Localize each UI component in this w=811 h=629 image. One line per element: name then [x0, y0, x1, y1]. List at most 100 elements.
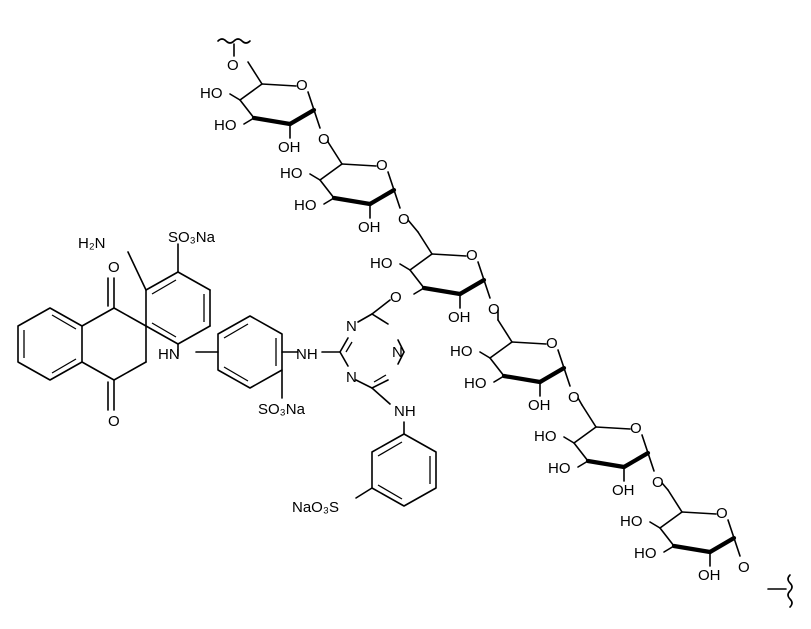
hydroxyl-label: HO — [634, 545, 657, 562]
triazine-n-right: N — [392, 344, 403, 361]
bond — [81, 307, 115, 327]
pyranose-bond — [431, 253, 467, 257]
pyranose-bond — [501, 373, 543, 385]
hydroxyl-bond — [493, 375, 505, 383]
hydroxyl-label: HO — [200, 85, 223, 102]
pyranose-bond — [489, 341, 513, 359]
triazine-n-top: N — [346, 318, 357, 335]
oxo-bottom-label: O — [108, 413, 120, 430]
bond — [177, 325, 211, 345]
hydroxyl-label: OH — [448, 309, 471, 326]
bond — [371, 379, 389, 389]
pyranose-bond — [409, 269, 425, 289]
glycosidic-oxygen-label: O — [398, 211, 410, 228]
hydroxyl-bond — [323, 197, 335, 205]
bond — [145, 271, 179, 291]
bond — [371, 387, 391, 405]
glycosidic-bond — [647, 452, 655, 472]
oxo-top-label: O — [108, 259, 120, 276]
hydroxyl-bond — [243, 117, 255, 125]
pyranose-bond — [641, 434, 649, 454]
c6-bond — [667, 489, 683, 513]
ring-oxygen-label: O — [630, 420, 642, 437]
double-bond — [373, 374, 387, 383]
glycosidic-oxygen-label: O — [488, 301, 500, 318]
wavy-bond-top — [217, 38, 251, 44]
double-bond — [51, 358, 77, 374]
pyranose-bond — [511, 341, 547, 345]
pyranose-bond — [557, 349, 565, 369]
glycosidic-oxygen-label: O — [738, 559, 750, 576]
pyranose-bond — [585, 458, 627, 470]
pyranose-bond — [367, 187, 397, 207]
hydroxyl-bond — [649, 521, 661, 529]
hydroxyl-bond — [309, 173, 321, 181]
double-bond — [51, 314, 77, 330]
hydroxyl-label: HO — [548, 460, 571, 477]
middle-benzene — [195, 315, 299, 399]
pyranose-bond — [307, 91, 315, 111]
linker-bond — [407, 219, 419, 233]
pyranose-bond — [681, 511, 717, 515]
pyranose-bond — [319, 179, 335, 199]
bond — [371, 313, 389, 325]
benzene-ring-middle — [217, 315, 283, 389]
bond — [81, 361, 115, 381]
hydroxyl-label: OH — [698, 567, 721, 584]
ring-oxygen-label: O — [296, 77, 308, 94]
ring-oxygen-label: O — [716, 505, 728, 522]
double-bond — [223, 366, 249, 382]
double-bond — [377, 441, 403, 457]
nh-left-label: HN — [158, 346, 180, 363]
bond — [113, 307, 147, 327]
benzene-ring-bottom — [371, 433, 437, 507]
glycosidic-bond — [563, 367, 571, 387]
hydroxyl-label: HO — [534, 428, 557, 445]
pyranose-bond — [477, 261, 485, 281]
hydroxyl-label: HO — [280, 165, 303, 182]
hydroxyl-bond — [399, 263, 411, 271]
double-bond — [151, 322, 177, 338]
double-bond — [345, 341, 353, 353]
benzene-ring-left — [17, 307, 83, 381]
pyranose-bond — [707, 535, 737, 555]
bottom-benzene — [355, 421, 437, 507]
hydroxyl-label: OH — [612, 482, 635, 499]
c6-bond — [497, 319, 513, 343]
hydroxyl-bond — [229, 93, 241, 101]
c6-bond — [417, 231, 433, 255]
pyranose-bond — [239, 83, 263, 101]
ring-oxygen-label: O — [376, 157, 388, 174]
double-bond — [223, 323, 249, 339]
pyranose-bond — [595, 426, 631, 430]
hydroxyl-bond — [413, 287, 425, 295]
pyranose-bond — [421, 285, 463, 297]
pyranose-bond — [727, 519, 735, 539]
terminal-o-label: O — [227, 57, 239, 74]
bond — [145, 325, 179, 345]
hydroxyl-label: OH — [528, 397, 551, 414]
glycosidic-oxygen-label: O — [318, 131, 330, 148]
c6-bond — [581, 404, 597, 428]
pyranose-bond — [573, 426, 597, 444]
linker-bond — [577, 397, 583, 406]
pyranose-bond — [671, 543, 713, 555]
anthraquinone-core — [17, 243, 211, 411]
hydroxyl-label: HO — [620, 513, 643, 530]
pyranose-bond — [239, 99, 255, 119]
double-bond — [151, 279, 177, 295]
sulfonate-top-label: SO₃Na — [168, 229, 216, 246]
bond — [355, 379, 373, 389]
pyranose-bond — [409, 253, 433, 271]
hydroxyl-label: HO — [214, 117, 237, 134]
amine-label: H₂N — [78, 235, 106, 252]
pyranose-bond — [387, 171, 395, 191]
nh-right-label: NH — [296, 346, 318, 363]
hydroxyl-label: HO — [450, 343, 473, 360]
bond — [339, 337, 349, 353]
hydroxyl-label: HO — [294, 197, 317, 214]
glycosidic-oxygen-label: O — [568, 389, 580, 406]
triazine-ring — [321, 299, 405, 405]
sulfonate-bond — [355, 487, 373, 499]
